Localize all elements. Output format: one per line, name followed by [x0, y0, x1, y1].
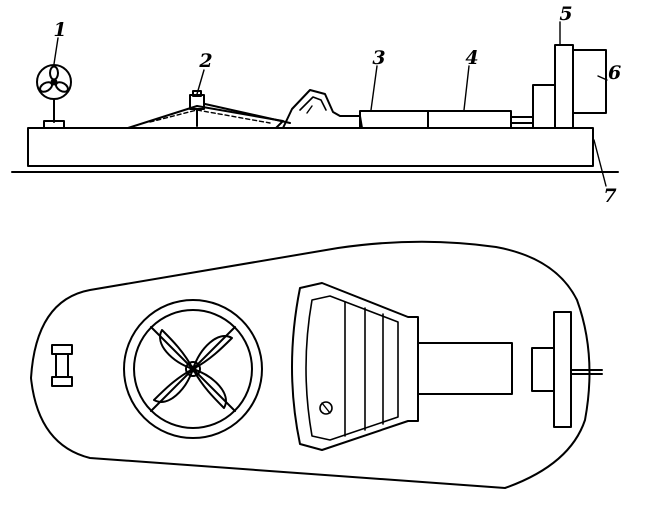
drive-shaft — [510, 116, 534, 124]
leader-lines — [53, 21, 608, 187]
side-view — [11, 44, 619, 173]
engine-block-3 — [359, 110, 429, 129]
stern-mount-plan — [531, 347, 555, 392]
label-4: 4 — [465, 47, 478, 69]
engine-plan — [417, 342, 513, 395]
front-unit-plan — [51, 344, 73, 387]
lift-fan-plan — [123, 299, 263, 439]
engine-block-4 — [427, 110, 512, 129]
top-view — [30, 240, 603, 489]
label-3: 3 — [372, 47, 385, 69]
label-2: 2 — [198, 50, 212, 72]
front-fan-unit — [36, 64, 72, 129]
label-7: 7 — [603, 185, 616, 207]
label-6: 6 — [608, 62, 621, 84]
propeller-guard — [572, 49, 607, 114]
propeller-housing — [554, 44, 574, 129]
cockpit-windshield — [282, 89, 363, 129]
hull-plan — [30, 240, 591, 489]
stern-mount — [532, 84, 556, 129]
label-5: 5 — [559, 3, 572, 25]
label-1: 1 — [53, 19, 66, 41]
lift-fan-hood — [127, 90, 291, 129]
hull-side — [27, 127, 594, 167]
cockpit-plan — [291, 282, 419, 451]
propeller-housing-plan — [553, 311, 572, 428]
